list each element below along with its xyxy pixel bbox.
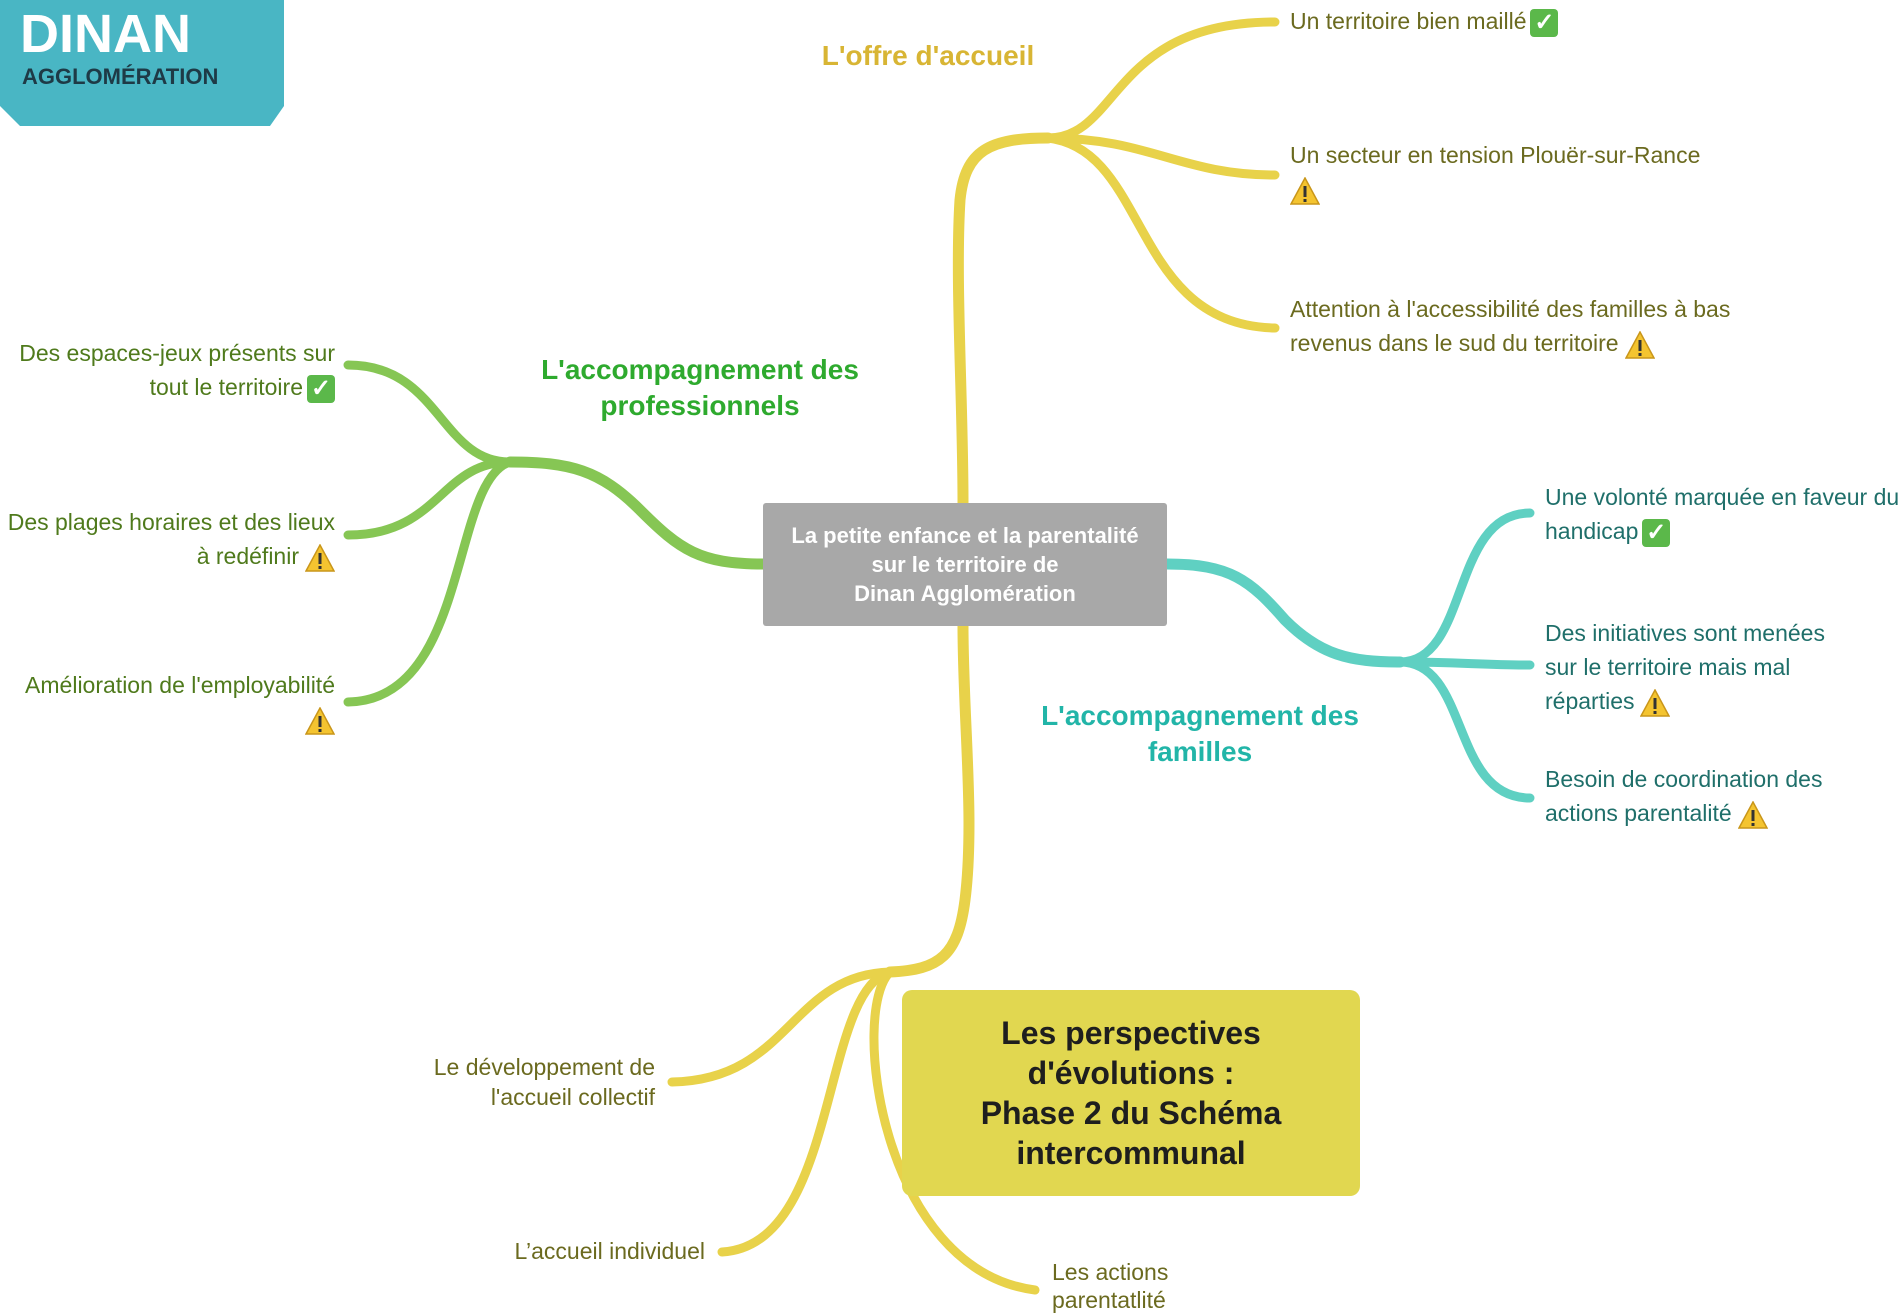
- branch-title-pro[interactable]: L'accompagnement des professionnels: [525, 352, 875, 424]
- branch-title-line: L'accompagnement des: [1041, 700, 1359, 731]
- branch-title-offre[interactable]: L'offre d'accueil: [821, 40, 1035, 71]
- item-text: handicap: [1545, 518, 1639, 544]
- link-persp-trunk: [884, 620, 975, 978]
- branch-title-line: L'accompagnement des: [541, 354, 859, 385]
- offre-item-1[interactable]: Un territoire bien maillé✓: [1290, 4, 1559, 38]
- familles-item-2[interactable]: Des initiatives sont menées sur le terri…: [1545, 616, 1825, 718]
- item-text: actions parentalité: [1545, 800, 1732, 826]
- item-text: Attention à l'accessibilité des familles…: [1290, 296, 1731, 322]
- warning-icon: [1640, 688, 1671, 717]
- warning-icon: [305, 543, 335, 572]
- familles-item-1[interactable]: Une volonté marquée en faveur du handica…: [1545, 480, 1899, 548]
- item-text: Un secteur en tension Plouër-sur-Rance: [1290, 142, 1701, 168]
- check-icon: ✓: [1530, 8, 1559, 37]
- item-text: tout le territoire: [149, 374, 303, 400]
- link-offre-item2: [1043, 133, 1280, 180]
- item-text: revenus dans le sud du territoire: [1290, 330, 1619, 356]
- branch-title-familles[interactable]: L'accompagnement des familles: [1025, 698, 1375, 770]
- link-persp-item3: [869, 967, 1040, 1295]
- warning-icon: [1624, 330, 1655, 359]
- perspectives-line: Phase 2 du Schéma: [980, 1095, 1282, 1131]
- offre-item-3[interactable]: Attention à l'accessibilité des familles…: [1290, 292, 1730, 360]
- persp-item-3[interactable]: Les actions parentatlité: [1052, 1258, 1168, 1314]
- item-text: Des plages horaires et des lieux: [7, 509, 335, 535]
- link-pro-trunk: [504, 456, 769, 570]
- link-offre-item1: [1043, 17, 1280, 143]
- logo-wordmark: DINAN: [20, 4, 191, 64]
- item-text: Amélioration de l'employabilité: [25, 672, 335, 698]
- link-fam-item1: [1395, 508, 1535, 667]
- link-offre-trunk: [952, 132, 1054, 509]
- item-text: l'accueil collectif: [490, 1084, 655, 1110]
- warning-icon: [1290, 176, 1320, 205]
- item-text: Des espaces-jeux présents sur: [19, 340, 335, 366]
- item-text: à redéfinir: [196, 543, 299, 569]
- item-text: parentatlité: [1052, 1287, 1166, 1313]
- item-text: Une volonté marquée en faveur du: [1545, 484, 1899, 510]
- link-pro-item3: [343, 457, 515, 707]
- item-text: Un territoire bien maillé: [1290, 8, 1527, 34]
- perspectives-node[interactable]: Les perspectives d'évolutions : Phase 2 …: [902, 990, 1360, 1196]
- link-persp-item1: [667, 967, 895, 1087]
- item-text: L’accueil individuel: [514, 1238, 705, 1264]
- link-pro-item2: [343, 457, 515, 540]
- link-fam-item3: [1395, 657, 1535, 803]
- branch-title-line: professionnels: [600, 390, 800, 421]
- pro-item-2[interactable]: Des plages horaires et des lieux à redéf…: [0, 505, 335, 573]
- logo-subtitle: AGGLOMÉRATION: [22, 64, 218, 89]
- offre-item-2[interactable]: Un secteur en tension Plouër-sur-Rance: [1290, 138, 1700, 206]
- branch-title-line: familles: [1147, 736, 1253, 767]
- check-icon: ✓: [307, 374, 335, 403]
- pro-item-3[interactable]: Amélioration de l'employabilité: [0, 668, 335, 736]
- central-topic-line: sur le territoire de: [871, 552, 1059, 577]
- central-topic-line: La petite enfance et la parentalité: [791, 523, 1139, 548]
- perspectives-line: Les perspectives: [1001, 1015, 1261, 1051]
- item-text: Besoin de coordination des: [1545, 766, 1823, 792]
- perspectives-line: d'évolutions :: [1027, 1055, 1235, 1091]
- check-icon: ✓: [1642, 518, 1671, 547]
- central-topic[interactable]: La petite enfance et la parentalité sur …: [763, 503, 1167, 626]
- item-text: sur le territoire mais mal: [1545, 654, 1791, 680]
- item-text: Des initiatives sont menées: [1545, 620, 1825, 646]
- item-text: Le développement de: [433, 1054, 655, 1080]
- warning-icon: [1737, 800, 1768, 829]
- dinan-logo: DINAN AGGLOMÉRATION: [0, 0, 284, 126]
- pro-item-1[interactable]: Des espaces-jeux présents sur tout le te…: [0, 336, 335, 404]
- link-fam-trunk: [1161, 558, 1406, 668]
- link-pro-item1: [343, 360, 515, 467]
- link-offre-item3: [1043, 133, 1280, 333]
- link-persp-item2: [717, 967, 895, 1257]
- perspectives-line: intercommunal: [1016, 1135, 1246, 1171]
- item-text: Les actions: [1052, 1259, 1169, 1285]
- central-topic-line: Dinan Agglomération: [854, 581, 1076, 606]
- persp-item-1[interactable]: Le développement de l'accueil collectif: [340, 1052, 655, 1112]
- warning-icon: [305, 706, 335, 735]
- item-text: réparties: [1545, 688, 1635, 714]
- familles-item-3[interactable]: Besoin de coordination des actions paren…: [1545, 762, 1822, 830]
- persp-item-2[interactable]: L’accueil individuel: [400, 1234, 705, 1268]
